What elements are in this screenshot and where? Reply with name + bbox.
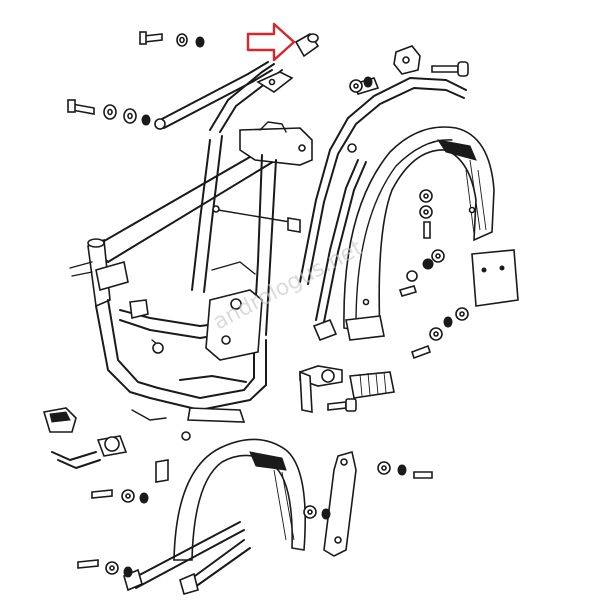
- rear-mudguard: [343, 126, 495, 341]
- hardware-top-left: [67, 31, 205, 126]
- main-frame: [69, 121, 313, 423]
- hardware-top-right: [349, 61, 469, 93]
- front-mudguard-stay: [323, 450, 357, 557]
- license-plate-bracket: [471, 249, 519, 307]
- red-pointer-arrow-icon: [246, 22, 296, 62]
- hardware-fender-column: [398, 189, 445, 297]
- upper-seat-stays: [154, 61, 294, 133]
- left-side-hardware: [42, 299, 191, 578]
- hardware-right-side: [410, 307, 469, 360]
- center-mount-bolts: [299, 365, 395, 413]
- front-mudguard: [123, 438, 306, 595]
- hardware-bottom-right: [303, 461, 433, 520]
- highlighted-spacer-sleeve[interactable]: [294, 32, 320, 58]
